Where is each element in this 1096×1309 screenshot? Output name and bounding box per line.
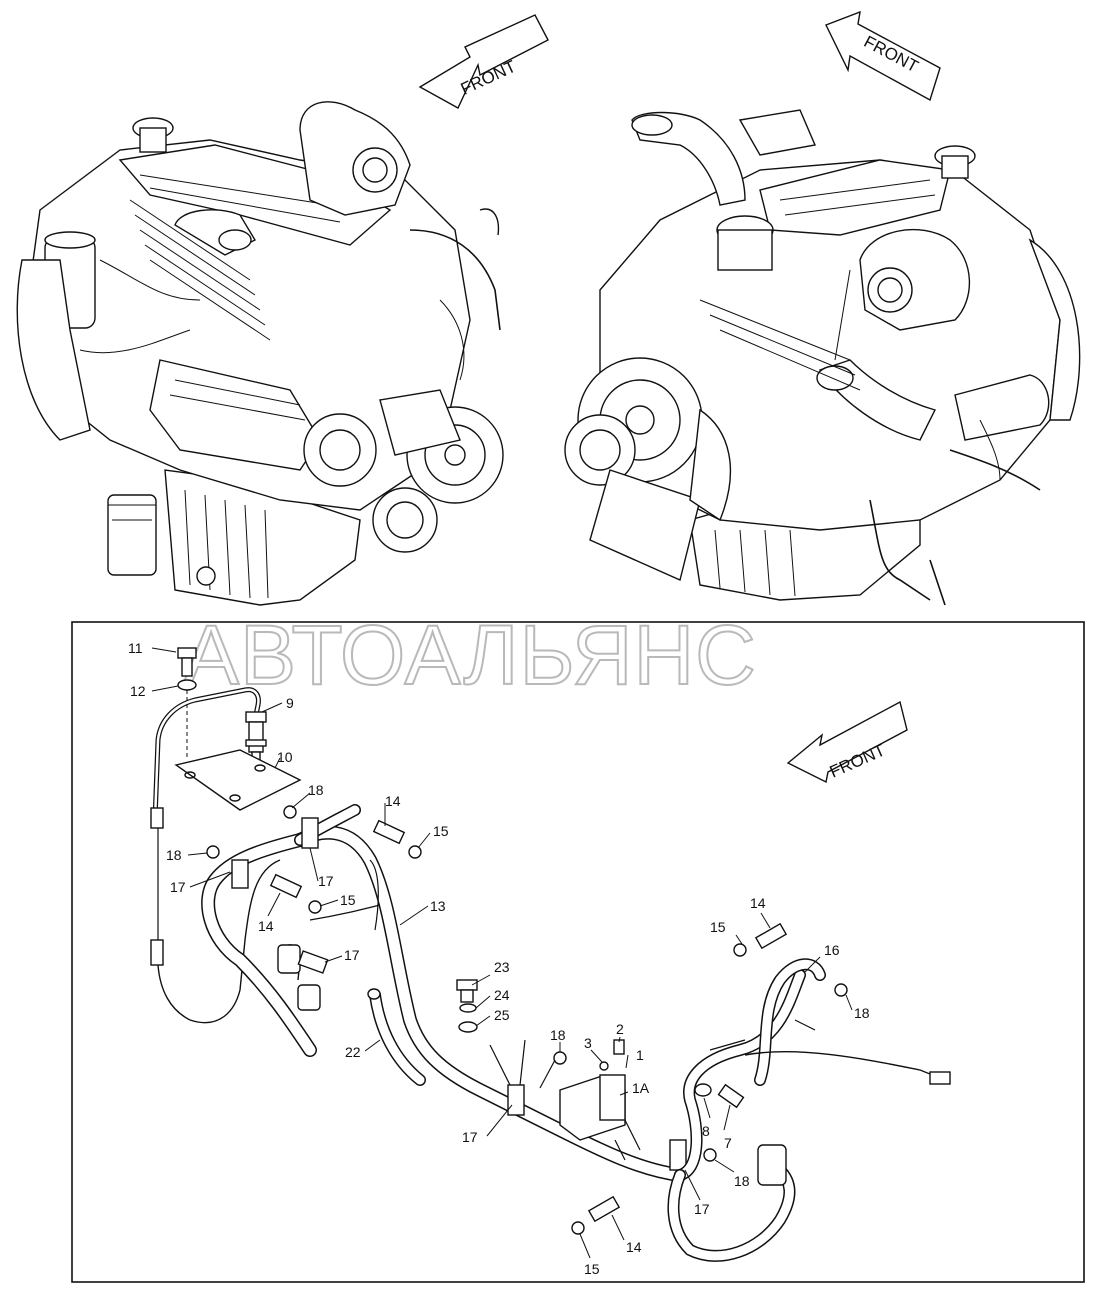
- leader-lines: [151, 647, 853, 1259]
- engine-left-view: [16, 101, 504, 606]
- callout-14: 14: [385, 793, 401, 809]
- callout-13: 13: [430, 898, 446, 914]
- callout-8: 8: [702, 1123, 710, 1139]
- watermark: АВТОАЛЬЯНС: [183, 608, 757, 702]
- front-arrow-right: FRONT: [825, 10, 941, 102]
- callout-1: 1: [636, 1047, 644, 1063]
- callout-24: 24: [494, 987, 510, 1003]
- callout-17: 17: [694, 1201, 710, 1217]
- callout-2: 2: [616, 1021, 624, 1037]
- callout-22: 22: [345, 1044, 361, 1060]
- callout-15: 15: [433, 823, 449, 839]
- callout-17: 17: [462, 1129, 478, 1145]
- callout-12: 12: [130, 683, 146, 699]
- callout-17: 17: [170, 879, 186, 895]
- callout-15: 15: [710, 919, 726, 935]
- callout-18: 18: [550, 1027, 566, 1043]
- callout-18: 18: [166, 847, 182, 863]
- engine-right-view: [564, 109, 1081, 606]
- front-arrow-left: FRONT: [418, 14, 549, 109]
- callout-17: 17: [318, 873, 334, 889]
- callout-18: 18: [854, 1005, 870, 1021]
- harness-detail: [150, 647, 951, 1262]
- callout-14: 14: [626, 1239, 642, 1255]
- callout-10: 10: [277, 749, 293, 765]
- callout-7: 7: [724, 1135, 732, 1151]
- callout-15: 15: [584, 1261, 600, 1277]
- callout-labels: 11 12 9 10 18 14 15 18 17 17 15 14 13 17…: [128, 640, 870, 1277]
- callout-18: 18: [308, 782, 324, 798]
- callout-16: 16: [824, 942, 840, 958]
- callout-18: 18: [734, 1173, 750, 1189]
- callout-14: 14: [258, 918, 274, 934]
- callout-15: 15: [340, 892, 356, 908]
- callout-9: 9: [286, 695, 294, 711]
- front-arrow-detail: FRONT: [786, 700, 908, 784]
- callout-3: 3: [584, 1035, 592, 1051]
- callout-23: 23: [494, 959, 510, 975]
- detail-frame: [71, 621, 1085, 1283]
- callout-14: 14: [750, 895, 766, 911]
- callout-25: 25: [494, 1007, 510, 1023]
- callout-11: 11: [128, 640, 143, 656]
- callout-1a: 1A: [632, 1080, 650, 1096]
- callout-17: 17: [344, 947, 360, 963]
